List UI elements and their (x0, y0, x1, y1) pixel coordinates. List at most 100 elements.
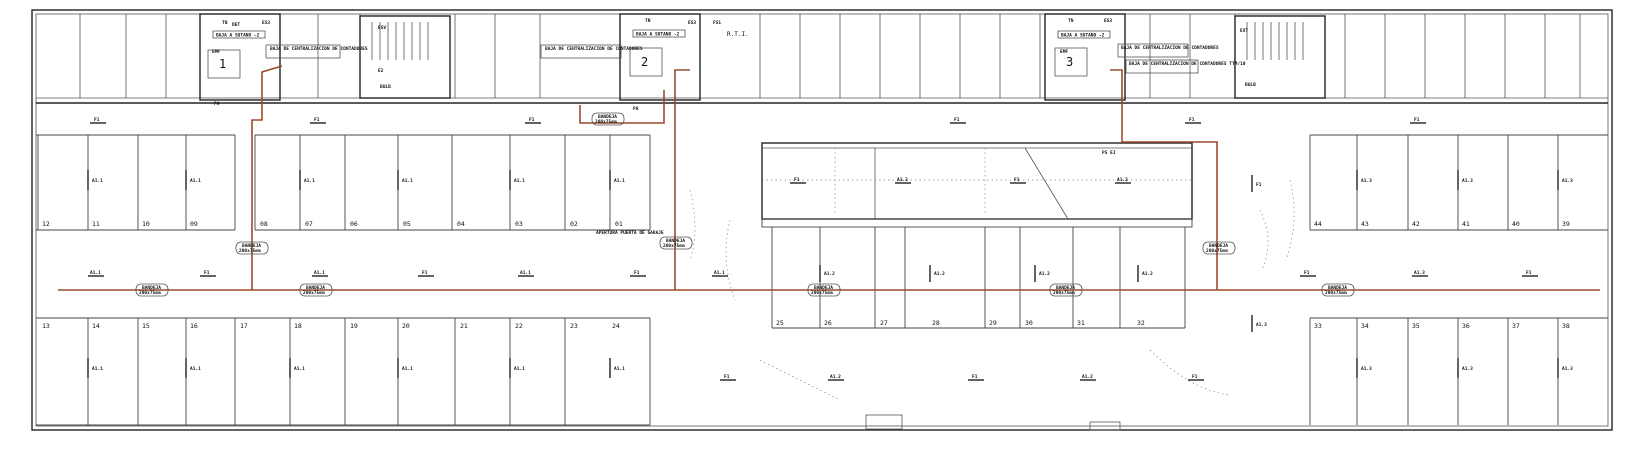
symbol-esv-1: ESV (378, 25, 386, 31)
centralizacion-note-2: BAJA DE CENTRALIZACION DE CONTADORES (545, 46, 643, 52)
fixture-label: A1.1 (614, 178, 625, 184)
core-3: 3 BAJA DE CENTRALIZACION DE CONTADORES B… (1044, 13, 1326, 101)
tray-label: BANDEJA (306, 285, 325, 291)
space-number: 38 (1562, 322, 1570, 330)
fixtures-lower-spaces: A1.1 A1.1 A1.1 A1.1 A1.1 A1.1 A1.3 A1.3 … (87, 358, 1573, 378)
fixture-label: A1.1 (402, 366, 413, 372)
symbol-pa-1: PA (214, 101, 220, 107)
fixture-label: A1.1 (304, 178, 315, 184)
fixture-label: A1.2 (1142, 271, 1153, 277)
space-number: 43 (1361, 220, 1369, 228)
space-number: 03 (515, 220, 523, 228)
space-number: 27 (880, 319, 888, 327)
tray-size: 200x75mm (595, 119, 617, 125)
tray-tag-4: BANDEJA 200x75mm (591, 112, 625, 126)
space-number: 04 (457, 220, 465, 228)
space-number: 20 (402, 322, 410, 330)
tray-size: 200x75mm (1053, 290, 1075, 296)
space-number: 07 (305, 220, 313, 228)
space-number: 33 (1314, 322, 1322, 330)
fixture-label: F1 (972, 374, 978, 380)
space-number: 26 (824, 319, 832, 327)
space-number: 02 (570, 220, 578, 228)
symbol-det-1: DET (232, 22, 240, 28)
fixture-label: F1 (1414, 117, 1420, 123)
fixture-label: F1 (1192, 374, 1198, 380)
fixture-label: F1 (422, 270, 428, 276)
fixture-label: A1.2 (897, 177, 908, 183)
fixture-label: A1.2 (824, 271, 835, 277)
fixture-label: F1 (1526, 270, 1532, 276)
space-number: 05 (403, 220, 411, 228)
fixture-label: F1 (529, 117, 535, 123)
space-number: 17 (240, 322, 248, 330)
bottom-openings (865, 414, 1121, 431)
parking-row-lower-right: 33 34 35 36 37 38 (1309, 317, 1608, 425)
fixture-label: A1.1 (520, 270, 531, 276)
rti-label: R.T.I. (727, 31, 749, 38)
fixture-label: A1.3 (1462, 366, 1473, 372)
tray-label: BANDEJA (598, 114, 617, 120)
space-number: 34 (1361, 322, 1369, 330)
fixtures-central-island: F1 A1.2 F1 A1.2 A1.2 A1.2 A1.2 A1.2 (790, 177, 1153, 282)
tray-label: BANDEJA (814, 285, 833, 291)
space-number: 31 (1077, 319, 1085, 327)
tray-tag-5: BANDEJA 200x75mm (659, 236, 693, 250)
tray-tag-9: BANDEJA 200x75mm (1321, 283, 1355, 297)
fixture-label: A1.1 (90, 270, 101, 276)
space-number: 22 (515, 322, 523, 330)
space-number: 29 (989, 319, 997, 327)
fixture-label: F1 (1256, 182, 1262, 188)
parking-row-lower-left: 13 14 15 16 17 18 19 20 21 22 23 24 (36, 317, 651, 426)
tray-tag-1: BANDEJA 200x75mm (235, 241, 269, 255)
space-number: 06 (350, 220, 358, 228)
tray-label: BANDEJA (242, 243, 261, 249)
outer-wall-inner (35, 13, 1609, 427)
fixture-label: F1 (724, 374, 730, 380)
space-number: 37 (1512, 322, 1520, 330)
fixtures-upper-aisle: F1 F1 F1 F1 F1 F1 (90, 117, 1426, 124)
symbol-emf-3: EMF (1060, 49, 1068, 55)
symbol-pa-2: PA (633, 106, 639, 112)
symbol-p5: P5 EJ (1102, 150, 1116, 156)
space-number: 12 (42, 220, 50, 228)
bulb-note-3: BULB (1245, 82, 1256, 88)
fixture-label: A1.1 (314, 270, 325, 276)
tray-size: 200x75mm (239, 248, 261, 254)
parking-row-upper-left: 12 11 10 09 08 07 06 05 04 03 02 01 (36, 134, 651, 231)
tray-size: 200x75mm (139, 290, 161, 296)
space-number: 39 (1562, 220, 1570, 228)
fixture-label: A1.3 (1562, 178, 1573, 184)
space-number: 10 (142, 220, 150, 228)
fixture-label: A1.1 (614, 366, 625, 372)
fixture-label: A1.2 (934, 271, 945, 277)
space-number: 08 (260, 220, 268, 228)
tray-size: 200x75mm (663, 243, 685, 249)
fixtures-bottom-aisle: F1 A1.2 F1 A1.2 F1 (720, 374, 1204, 381)
fixture-label: A1.1 (92, 178, 103, 184)
fixture-label: A1.2 (830, 374, 841, 380)
centralizacion-note-3b: BAJA DE CENTRALIZACION DE CONTADORES TTM… (1129, 61, 1246, 67)
space-number: 13 (42, 322, 50, 330)
space-number: 18 (294, 322, 302, 330)
tray-tag-2: BANDEJA 200x75mm (135, 283, 169, 297)
sotano-note-1: BAJA A SOTANO -2 (216, 33, 260, 39)
fixture-label: A1.3 (1462, 178, 1473, 184)
space-number: 44 (1314, 220, 1322, 228)
parking-row-upper-right: 44 43 42 41 40 39 (1309, 134, 1608, 231)
fixture-label: A1.2 (1082, 374, 1093, 380)
fixture-label: F1 (94, 117, 100, 123)
tray-label: BANDEJA (666, 238, 685, 244)
symbol-emf-1: EMF (212, 49, 220, 55)
sotano-note-2: BAJA A SOTANO -2 (636, 32, 680, 38)
fixture-label: F1 (634, 270, 640, 276)
tray-size: 200x75mm (303, 290, 325, 296)
swept-path-dots (689, 179, 1295, 401)
fixture-label: F1 (794, 177, 800, 183)
space-number: 21 (460, 322, 468, 330)
space-number: 40 (1512, 220, 1520, 228)
tray-size: 200x75mm (1325, 290, 1347, 296)
space-number: 32 (1137, 319, 1145, 327)
space-number: 28 (932, 319, 940, 327)
garage-door-note: APERTURA PUERTA DE GARAJE (596, 230, 664, 236)
